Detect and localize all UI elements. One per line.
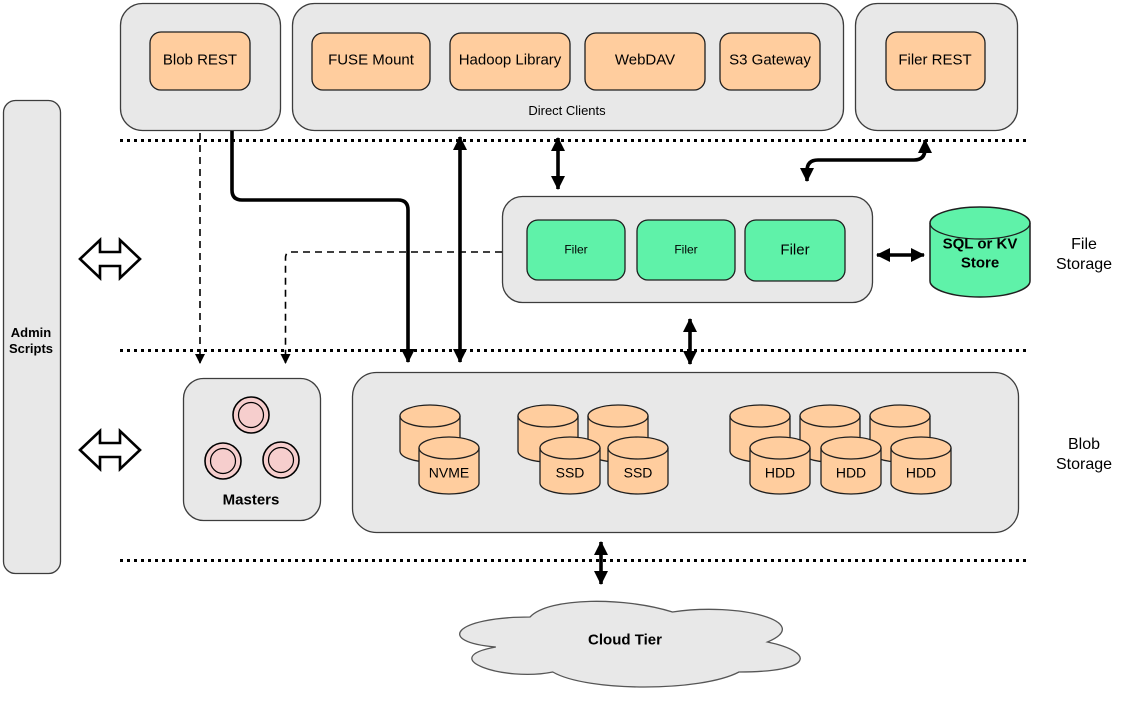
admin-scripts-box: [2, 99, 62, 575]
filer-label-2: Filer: [674, 242, 698, 257]
webdav-node: [584, 32, 706, 91]
filer-rest-label: Filer REST: [898, 51, 972, 69]
blob-rest-node: [149, 31, 251, 91]
file-storage-tier-label: File Storage: [1055, 236, 1113, 273]
hdd-cylinder-1: [749, 436, 811, 495]
filer-node-3: [744, 219, 846, 282]
hdd-cylinder-3: [890, 436, 952, 495]
ssd-label-1: SSD: [555, 464, 585, 481]
cloud-tier-label: Cloud Tier: [588, 631, 662, 649]
hdd-label-1: HDD: [764, 464, 796, 481]
hdd-label-2: HDD: [835, 464, 867, 481]
cloud-tier-shape: [459, 600, 801, 688]
sql-kv-store-label: SQL or KV Store: [942, 235, 1018, 271]
blob-storage-tier-label: Blob Storage: [1055, 436, 1113, 473]
direct-clients-label: Direct Clients: [528, 102, 606, 118]
master-node-icons: [204, 396, 300, 480]
s3-gateway-node: [719, 32, 821, 91]
blob-rest-label: Blob REST: [162, 51, 238, 69]
admin-double-arrow-icon-bottom: [78, 427, 142, 473]
arrow-filerrest-filers: [800, 139, 932, 182]
hadoop-library-label: Hadoop Library: [458, 51, 562, 69]
filer-node-1: [526, 219, 626, 281]
webdav-label: WebDAV: [614, 51, 676, 69]
sql-kv-store-cylinder: [929, 206, 1031, 298]
masters-group-box: [182, 377, 322, 522]
s3-gateway-label: S3 Gateway: [729, 51, 811, 69]
ssd-cylinder-2: [607, 436, 669, 495]
ssd-cylinder-1: [539, 436, 601, 495]
fuse-mount-node: [311, 32, 431, 91]
admin-double-arrow-icon-top: [78, 236, 142, 282]
arrow-blobrest-blobstorage: [230, 131, 415, 363]
nvme-label: NVME: [428, 464, 470, 481]
filer-label-1: Filer: [564, 242, 588, 257]
hadoop-library-node: [449, 32, 571, 91]
ssd-label-2: SSD: [623, 464, 653, 481]
filer-label-3: Filer: [780, 241, 810, 259]
hdd-cylinder-2: [820, 436, 882, 495]
admin-scripts-label: Admin Scripts: [8, 324, 54, 356]
masters-label: Masters: [222, 491, 280, 509]
nvme-cylinder: [418, 436, 480, 495]
hdd-label-3: HDD: [905, 464, 937, 481]
filer-rest-node: [885, 31, 986, 91]
fuse-mount-label: FUSE Mount: [328, 51, 414, 69]
volume-cylinders-front-row: [418, 436, 952, 495]
filer-node-2: [636, 219, 736, 281]
dashed-arrow-filers-masters: [280, 251, 502, 364]
